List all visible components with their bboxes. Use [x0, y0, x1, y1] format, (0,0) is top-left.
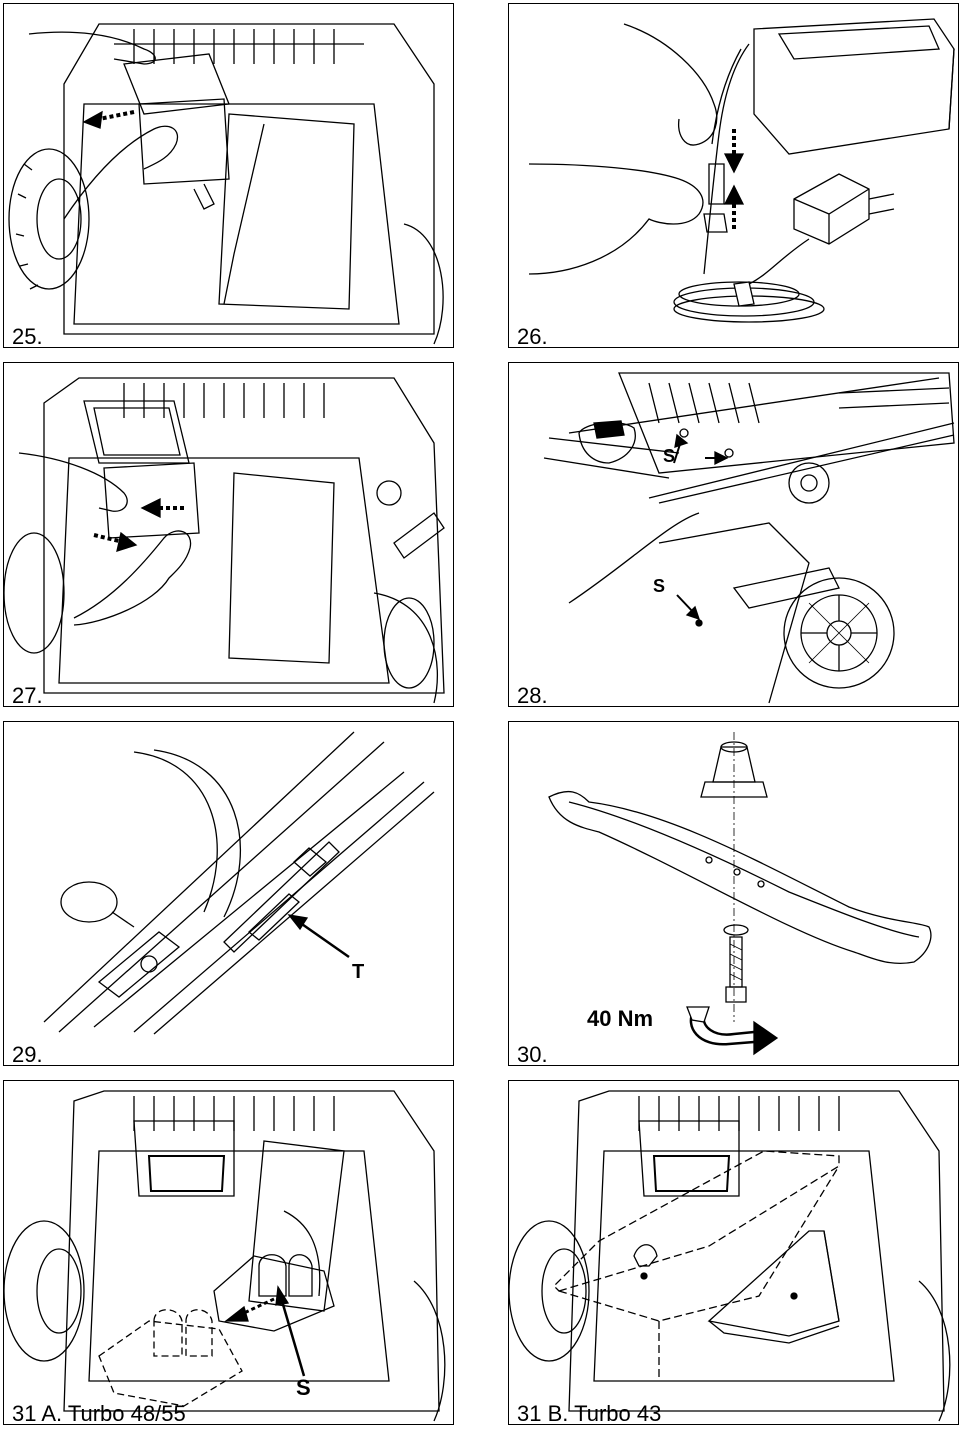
illustration-battery-cable-disconnect — [4, 377, 445, 704]
label-tube-t: T — [352, 961, 365, 983]
label-s: S — [296, 1375, 311, 1400]
figure-caption: 31 A. Turbo 48/55 — [12, 1401, 186, 1425]
figure-26: 26. — [508, 3, 959, 348]
figure-caption: 26. — [517, 324, 548, 348]
figure-caption: 25. — [12, 324, 43, 348]
illustration-handle-screws — [543, 372, 955, 704]
figure-27: 27. — [3, 362, 454, 707]
label-torque: 40 Nm — [587, 1006, 654, 1031]
illustration-blade-torque — [548, 732, 932, 1056]
figure-caption: 29. — [12, 1042, 43, 1066]
illustration-mulch-plug-turbo-48-55 — [4, 1090, 446, 1422]
illustration-charger-connection — [528, 18, 955, 323]
figure-29: T 29. — [3, 721, 454, 1066]
label-screw-s-top: S — [663, 446, 676, 466]
illustration-handle-tube — [43, 731, 435, 1035]
figure-30: 40 Nm 30. — [508, 721, 959, 1066]
illustration-mulch-plug-turbo-43 — [509, 1090, 951, 1422]
figure-caption: 31 B. Turbo 43 — [517, 1401, 662, 1425]
figure-25: 25. — [3, 3, 454, 348]
figure-31a: S 31 A. Turbo 48/55 — [3, 1080, 454, 1425]
figure-28: S S 28. — [508, 362, 959, 707]
figure-caption: 30. — [517, 1042, 548, 1066]
figure-caption: 28. — [517, 683, 548, 707]
illustration-battery-removal — [8, 23, 444, 345]
label-screw-s-bottom: S — [653, 576, 666, 596]
figure-31b: 31 B. Turbo 43 — [508, 1080, 959, 1425]
figure-caption: 27. — [12, 683, 43, 707]
